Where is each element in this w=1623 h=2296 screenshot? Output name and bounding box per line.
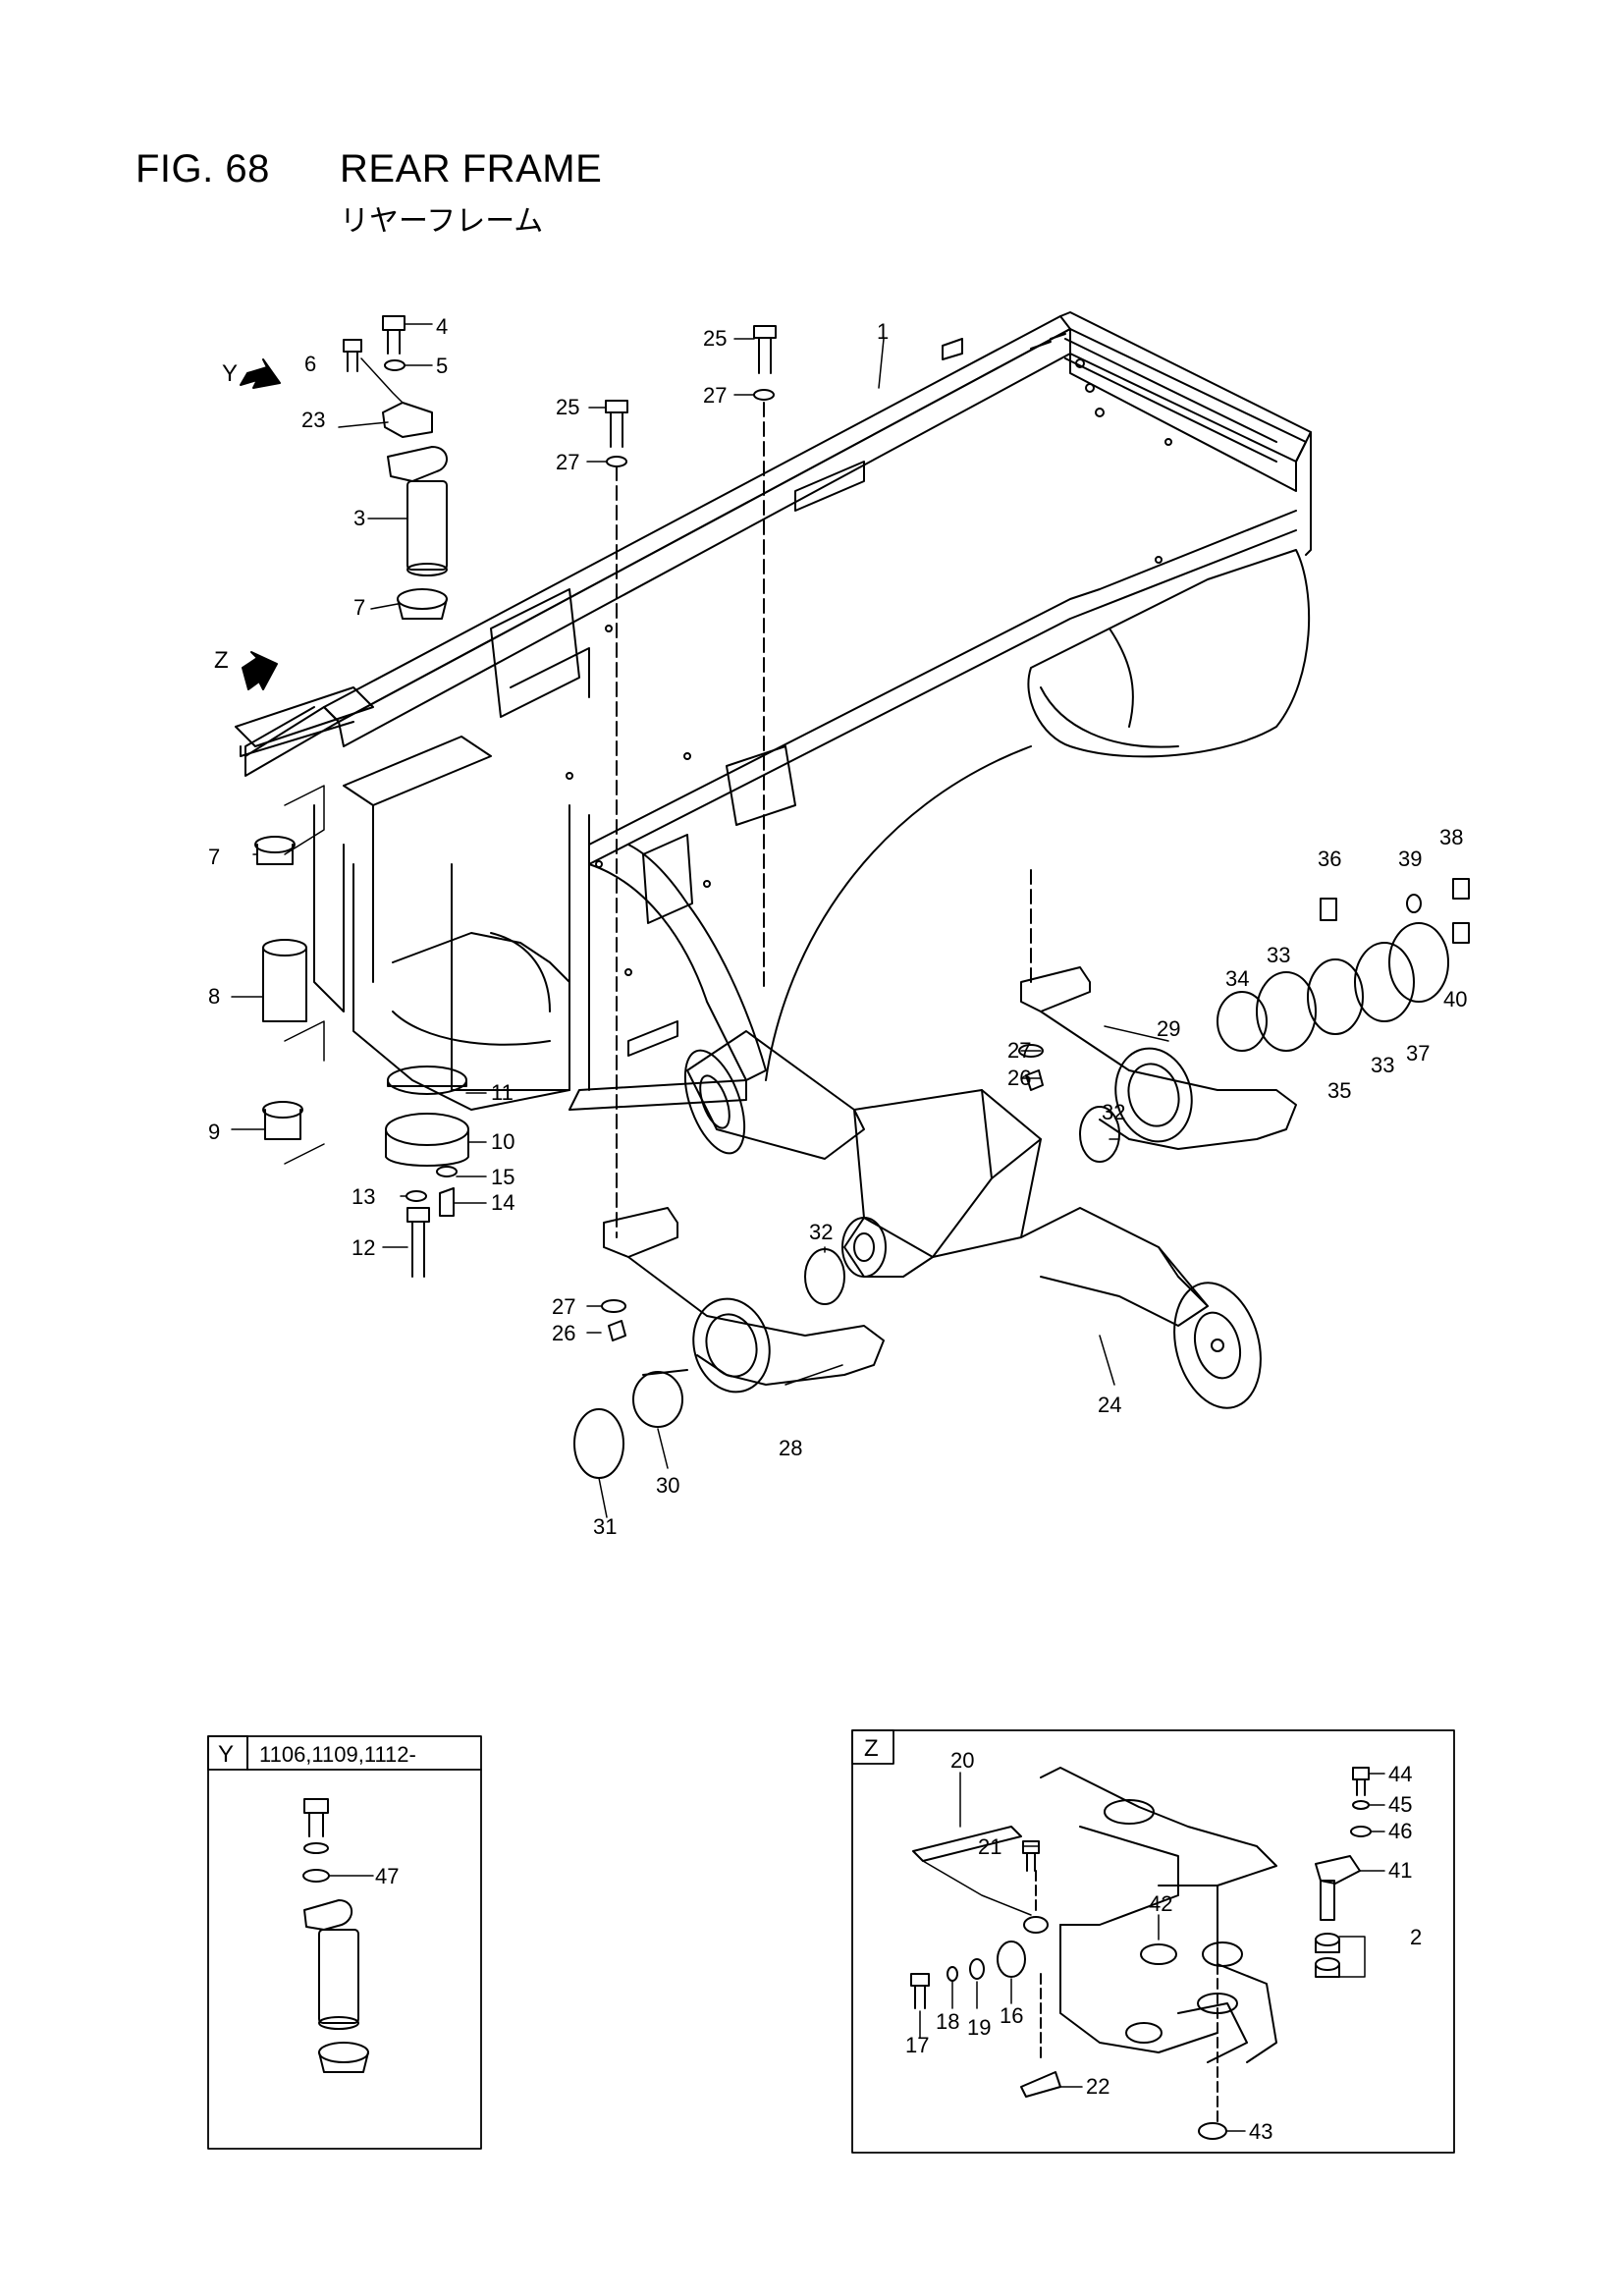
label-36: 36 xyxy=(1318,847,1341,871)
label-8: 8 xyxy=(208,984,220,1009)
label-33a: 33 xyxy=(1267,943,1290,967)
label-35: 35 xyxy=(1327,1078,1351,1103)
small-parts xyxy=(254,315,1470,1479)
label-9: 9 xyxy=(208,1120,220,1144)
leader-lines xyxy=(231,323,1169,1518)
label-32a: 32 xyxy=(809,1220,833,1244)
label-27d: 27 xyxy=(552,1294,575,1319)
inset-z-marker: Z xyxy=(864,1735,879,1762)
label-3: 3 xyxy=(353,506,365,530)
label-24: 24 xyxy=(1098,1393,1121,1417)
label-2: 2 xyxy=(1410,1925,1422,1949)
inset-z-frame xyxy=(851,1729,1455,2154)
axle-support-right xyxy=(1020,966,1297,1150)
view-arrow-z xyxy=(242,651,278,690)
label-28: 28 xyxy=(779,1436,802,1460)
label-18: 18 xyxy=(936,2009,959,2034)
inset-y-frame xyxy=(207,1735,482,2150)
label-25b: 25 xyxy=(703,326,727,351)
axle-support-front xyxy=(603,1207,885,1394)
label-40: 40 xyxy=(1443,987,1467,1011)
figure-title: REAR FRAME xyxy=(340,147,603,191)
label-12: 12 xyxy=(352,1235,375,1260)
label-37: 37 xyxy=(1406,1041,1430,1066)
label-15: 15 xyxy=(491,1165,514,1189)
label-47: 47 xyxy=(375,1864,399,1888)
label-16: 16 xyxy=(1000,2003,1023,2028)
label-27c: 27 xyxy=(1007,1038,1031,1063)
label-38: 38 xyxy=(1439,825,1463,849)
label-10: 10 xyxy=(491,1129,514,1154)
label-20: 20 xyxy=(950,1748,974,1773)
label-21: 21 xyxy=(978,1834,1001,1859)
label-33b: 33 xyxy=(1371,1053,1394,1077)
label-30: 30 xyxy=(656,1473,679,1498)
label-1: 1 xyxy=(877,319,889,344)
figure-number: FIG. 68 xyxy=(135,147,270,191)
label-7-lower: 7 xyxy=(208,845,220,869)
label-41: 41 xyxy=(1388,1858,1412,1883)
assembly-center-lines xyxy=(616,402,1032,1238)
label-44: 44 xyxy=(1388,1762,1412,1786)
label-19: 19 xyxy=(967,2015,991,2040)
label-39: 39 xyxy=(1398,847,1422,871)
label-25a: 25 xyxy=(556,395,579,419)
view-marker-z: Z xyxy=(214,647,229,674)
label-11: 11 xyxy=(491,1080,514,1105)
label-45: 45 xyxy=(1388,1792,1412,1817)
label-4: 4 xyxy=(436,314,448,339)
label-7-upper: 7 xyxy=(353,595,365,620)
figure-title-japanese: リヤーフレーム xyxy=(340,204,544,239)
label-29: 29 xyxy=(1157,1016,1180,1041)
label-14: 14 xyxy=(491,1190,514,1215)
view-arrow-y xyxy=(240,358,281,389)
label-31: 31 xyxy=(593,1514,617,1539)
label-43: 43 xyxy=(1249,2119,1272,2144)
inset-y-marker: Y xyxy=(218,1741,234,1768)
rear-frame-weldment xyxy=(235,311,1312,1111)
callout-brackets xyxy=(284,785,325,1165)
label-5: 5 xyxy=(436,354,448,378)
label-26a: 26 xyxy=(1007,1066,1031,1090)
label-26b: 26 xyxy=(552,1321,575,1345)
label-42: 42 xyxy=(1149,1891,1172,1916)
label-17: 17 xyxy=(905,2033,929,2057)
rear-axle-assembly xyxy=(683,1030,1262,1409)
label-13: 13 xyxy=(352,1184,375,1209)
label-34: 34 xyxy=(1225,966,1249,991)
label-27b: 27 xyxy=(703,383,727,408)
label-23: 23 xyxy=(301,408,325,432)
label-6: 6 xyxy=(304,352,316,376)
view-marker-y: Y xyxy=(222,360,238,387)
part-number-labels: 1 3 4 5 6 7 7 8 9 10 11 12 13 14 15 23 2… xyxy=(208,314,1467,2144)
inset-y-serials: 1106,1109,1112- xyxy=(259,1742,416,1767)
label-27a: 27 xyxy=(556,450,579,474)
label-22: 22 xyxy=(1086,2074,1109,2099)
label-32b: 32 xyxy=(1102,1100,1125,1124)
label-46: 46 xyxy=(1388,1819,1412,1843)
